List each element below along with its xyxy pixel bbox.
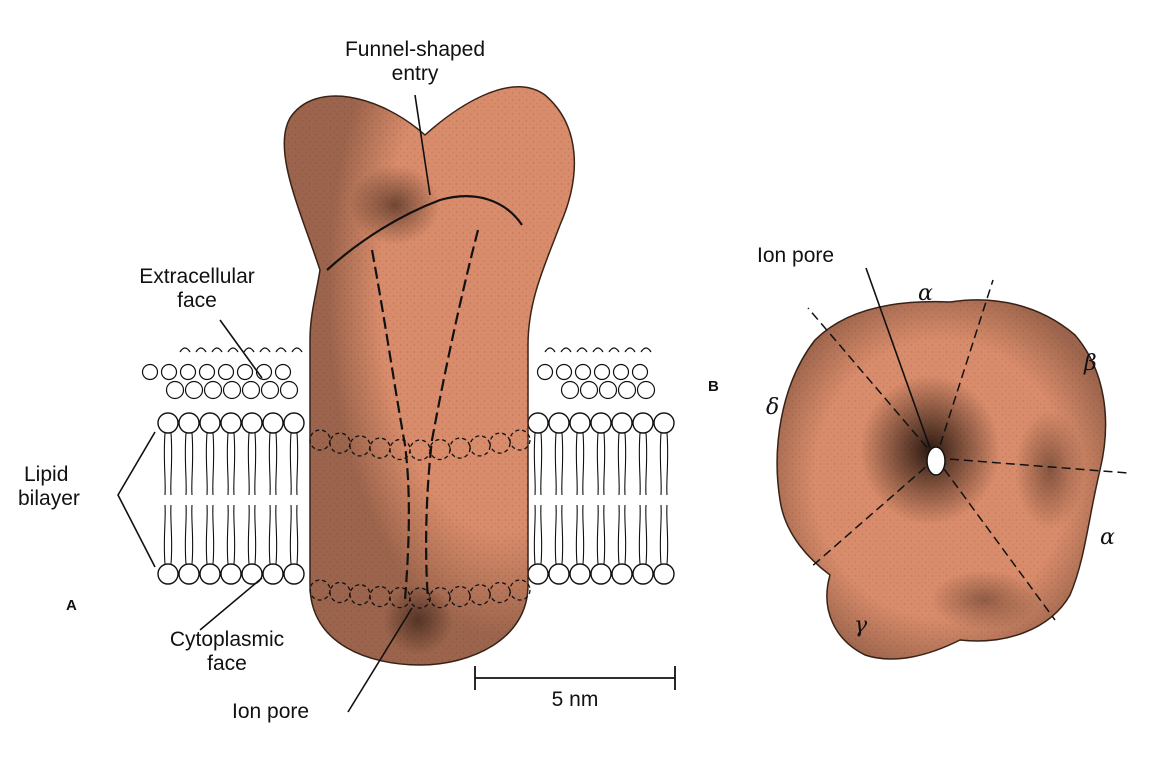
- subunit-alpha-right-label: α: [1100, 525, 1115, 550]
- extracellular-face-label: Extracellular face: [139, 265, 255, 312]
- ion-pore-label-b: Ion pore: [757, 244, 835, 267]
- bilayer-bottom-heads: [157, 563, 675, 585]
- leader-lines-a: [117, 94, 431, 713]
- bilayer-ring-bottom: [309, 579, 531, 609]
- panel-letter-a: A: [66, 597, 77, 614]
- scale-bar: [474, 666, 676, 690]
- receptor-protein-top-view: [776, 267, 1129, 660]
- subunit-beta-label: β: [1084, 351, 1097, 376]
- scale-bar-label: 5 nm: [551, 688, 599, 711]
- bilayer-back-rows: [141, 347, 656, 400]
- bilayer-ring-top: [309, 429, 531, 461]
- receptor-protein-side-view: [283, 86, 575, 666]
- ion-pore-hole: [926, 446, 946, 476]
- subunit-alpha-top-label: α: [918, 281, 933, 306]
- funnel-entry-label: Funnel-shaped entry: [344, 38, 486, 85]
- subunit-gamma-label: γ: [854, 613, 868, 638]
- cytoplasmic-face-label: Cytoplasmic face: [169, 628, 285, 675]
- lipid-bilayer-label: Lipid bilayer: [18, 463, 80, 510]
- panel-letter-b: B: [708, 378, 719, 395]
- ion-pore-label-a: Ion pore: [232, 700, 310, 723]
- subunit-delta-label: δ: [766, 395, 780, 420]
- bilayer-tails: [163, 432, 669, 565]
